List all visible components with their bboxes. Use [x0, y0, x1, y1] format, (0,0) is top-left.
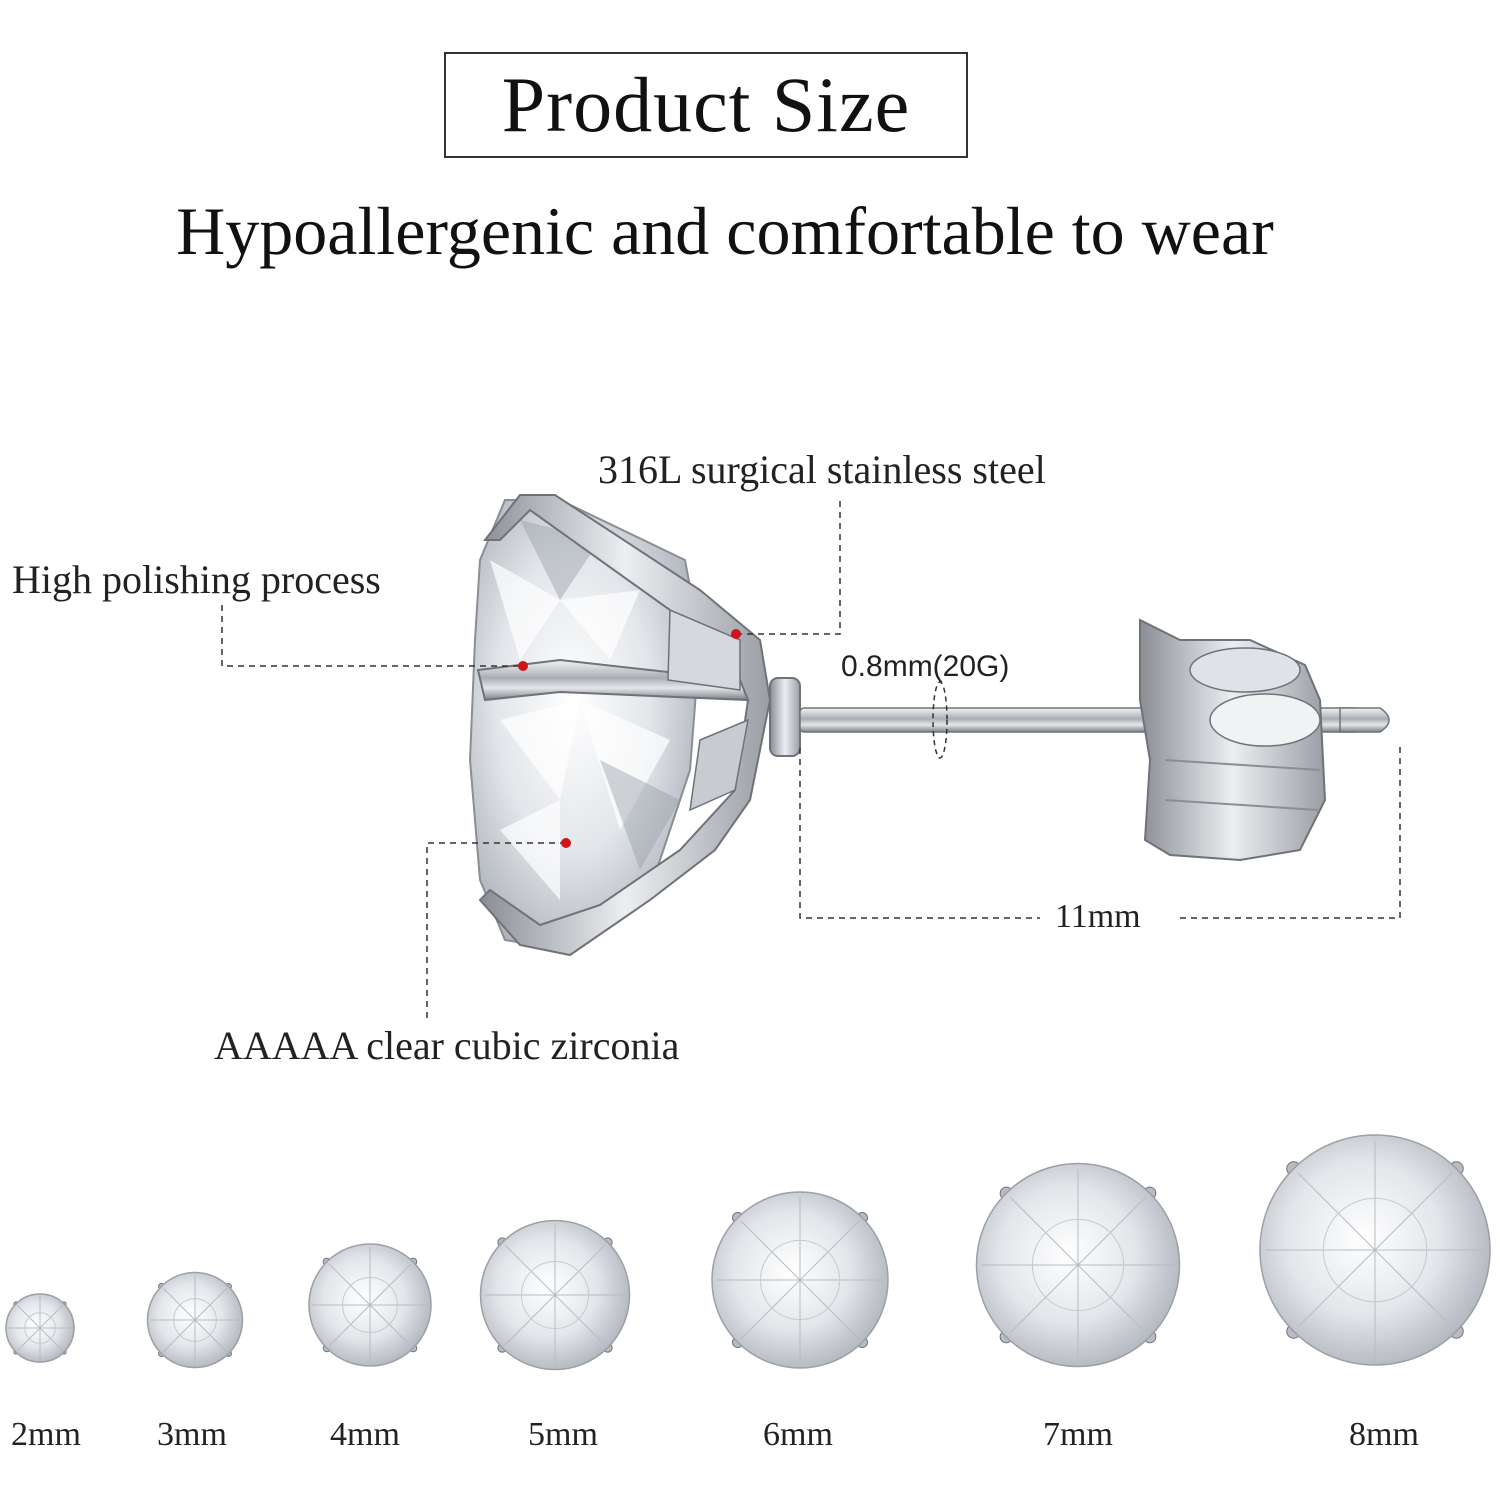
gauge-indicator — [932, 681, 948, 759]
marker-dot-polish — [518, 661, 528, 671]
leader-polish — [221, 605, 523, 667]
label-pin-length: 11mm — [1055, 898, 1141, 935]
size-label-7mm: 7mm — [1043, 1416, 1113, 1453]
leader-lines — [221, 500, 1401, 1018]
size-label-4mm: 4mm — [330, 1416, 400, 1453]
label-steel: 316L surgical stainless steel — [598, 447, 1046, 492]
label-polish: High polishing process — [12, 557, 381, 602]
stud-7mm — [975, 1162, 1181, 1368]
label-zirconia: AAAAA clear cubic zirconia — [214, 1023, 680, 1068]
marker-dot-zirconia — [561, 838, 571, 848]
size-studs-row — [5, 1134, 1491, 1371]
size-label-8mm: 8mm — [1349, 1416, 1419, 1453]
size-label-6mm: 6mm — [763, 1416, 833, 1453]
stud-8mm — [1259, 1134, 1491, 1366]
size-label-3mm: 3mm — [157, 1416, 227, 1453]
marker-dot-steel — [731, 629, 741, 639]
leader-steel — [736, 500, 841, 635]
leader-zirconia — [426, 842, 566, 1018]
stud-5mm — [479, 1219, 631, 1371]
stud-6mm — [711, 1191, 889, 1369]
stud-3mm — [146, 1271, 244, 1369]
label-pin-gauge: 0.8mm(20G) — [841, 650, 1010, 683]
prong-setting — [476, 494, 772, 957]
title-box: Product Size — [444, 52, 968, 158]
size-label-2mm: 2mm — [11, 1416, 81, 1453]
butterfly-back — [1139, 618, 1327, 862]
dimension-left — [799, 748, 1040, 919]
dimension-right — [1180, 742, 1401, 919]
page-subtitle: Hypoallergenic and comfortable to wear — [176, 193, 1274, 269]
page-title: Product Size — [501, 61, 911, 148]
zirconia-stone — [468, 499, 702, 952]
stud-2mm — [5, 1293, 75, 1363]
stud-4mm — [308, 1243, 432, 1367]
size-label-5mm: 5mm — [528, 1416, 598, 1453]
